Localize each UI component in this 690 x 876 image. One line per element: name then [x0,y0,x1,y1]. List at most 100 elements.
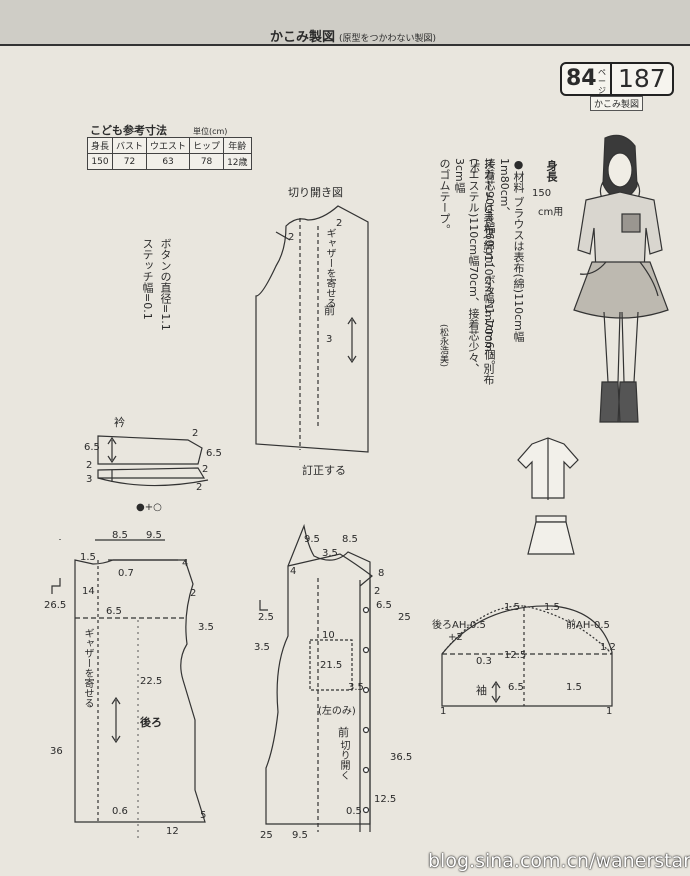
front-pattern [259,523,373,832]
back-dim: 2 [190,588,197,599]
front-label: 前 [338,726,349,739]
model-height-label: 身長 [545,160,558,182]
table-row: 150 72 63 78 12歳 [86,153,252,170]
slash-diagram [255,205,369,453]
sleeve-dim: 1 [606,706,613,717]
back-dim: 6.5 [106,606,122,617]
sleeve-dim: 1.5 [504,602,520,613]
collar-pattern [97,435,209,487]
size-table-unit: 単位(cm) [193,127,228,136]
stitch-note: ステッチ幅=0.1 [141,238,154,320]
sleeve-back-ah: 後ろAH-0.5 [432,620,486,631]
slash-correct-note: 訂正する [302,464,346,477]
collar-dim: 3 [86,474,93,485]
front-dim: 21.5 [320,660,343,671]
model-height-value: 150 [532,188,552,199]
page-label: ページ [598,68,606,95]
collar-dim: 2 [192,428,199,439]
page-box-caption: かこみ製図 [590,96,644,111]
slash-front-label: 前 [324,304,335,317]
size-table: 身長 バスト ウエスト ヒップ 年齢 150 72 63 78 12歳 [86,137,252,170]
front-dim: 4 [290,566,297,577]
button-note: ボタンの直径=1.1 [159,238,172,331]
header-title: かこみ製図(原型をつかわない製図) [270,30,437,45]
slash-dim: 2 [336,218,343,229]
button-mark [362,766,370,774]
front-dim: 9.5 [292,830,308,841]
back-dim: 5 [200,810,207,821]
sleeve-dim: 1.5 [566,682,582,693]
back-dim: 14 [82,586,95,597]
sleeve-dim: 0.3 [476,656,492,667]
sleeve-label: 袖 [476,684,487,697]
front-dim: 3.5 [348,682,364,693]
back-gather-note: ギャザーを寄せる [82,628,93,708]
materials-line-1: ●材料 ブラウスは表布(綿)110cm幅1m80cm、 [498,158,525,342]
materials-line-3: スカートは表布(綿)110cm幅1m70cm、別布(ポ [468,158,495,385]
button-mark [362,646,370,654]
front-dim: 8.5 [342,534,358,545]
materials-line-4: リエステル)110cm幅70cm、接着芯少々、3cm幅 [453,158,480,374]
back-dim: 12 [166,826,179,837]
model-illustration [573,134,669,423]
back-dim: 26.5 [44,600,67,611]
slash-diagram-title: 切り開き図 [288,186,343,199]
model-height-unit: cm用 [538,207,564,218]
back-dim: 3.5 [198,622,214,633]
front-dim: 9.5 [304,534,320,545]
table-cell: 12歳 [223,153,252,170]
button-mark [362,606,370,614]
collar-dim: 2 [202,464,209,475]
collar-dim: 6.5 [84,442,100,453]
table-cell: 72 [112,153,148,170]
button-mark [362,686,370,694]
sleeve-dim: 1 [440,706,447,717]
sleeve-pattern [441,605,613,707]
front-dim: 6.5 [376,600,392,611]
button-mark [362,726,370,734]
back-dim: 0.6 [112,806,128,817]
front-dim: 0.5 [346,806,362,817]
front-dim: 25 [260,830,273,841]
materials-line-2: 接着芯90cm幅60cm、ボタン1.1cm6個。 [483,158,496,371]
front-dim: 8 [378,568,385,579]
watermark: blog.sina.com.cn/wanerstart [428,850,690,872]
page-number: 84 [566,66,597,91]
front-dim: 3.5 [254,642,270,653]
front-slash-note: 切り開く [338,740,349,780]
slash-gather-note: ギャザーを寄せる [324,228,335,308]
back-dim: 22.5 [140,676,163,687]
front-dim: 2.5 [258,612,274,623]
pattern-number: 187 [610,64,666,94]
collar-marks: ●+○ [136,502,162,513]
collar-dim: 2 [196,482,203,493]
table-cell: 150 [86,153,114,170]
size-table-title: こども参考寸法 [90,124,167,137]
back-label: 後ろ [140,716,162,729]
button-mark [362,806,370,814]
blouse-thumbnail [517,437,579,500]
slash-dim: 3 [326,334,333,345]
front-dim: 25 [398,612,411,623]
materials-line-5: のゴムテープ。 [438,158,451,235]
sleeve-dim: 12.5 [504,650,527,661]
header-subtitle: (原型をつかわない製図) [339,34,437,44]
page-header: かこみ製図(原型をつかわない製図) [0,0,690,46]
front-dim: 2 [374,586,381,597]
front-dim: 10 [322,630,335,641]
page-number-box: 84 ページ 187 [560,62,674,96]
front-left-only-note: (左のみ) [318,706,356,717]
back-dim: 9.5 [146,530,162,541]
sleeve-dim: 1.5 [544,602,560,613]
materials-credit: (松永浩美) [438,324,448,368]
collar-title: 衿 [114,416,125,429]
skirt-thumbnail [527,515,575,555]
back-dim: 36 [50,746,63,757]
collar-dim: 2 [86,460,93,471]
sleeve-dim: 1.2 [600,642,616,653]
table-row: 身長 バスト ウエスト ヒップ 年齢 [86,137,252,154]
sleeve-dim: +2 [448,632,463,643]
back-dim: 1.5 [80,552,96,563]
slash-dim: 2 [288,232,295,243]
